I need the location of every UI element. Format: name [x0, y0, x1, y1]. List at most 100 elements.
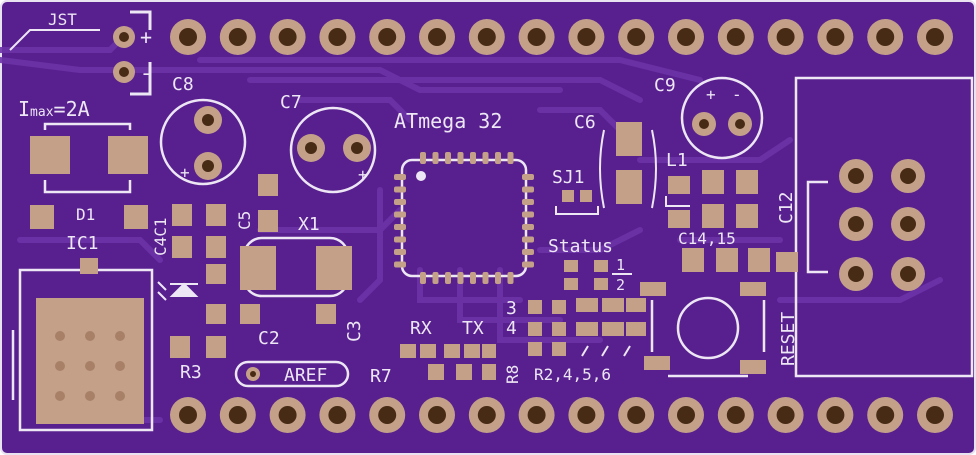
thermal-via: [55, 331, 65, 341]
atmega-chip: ATmega 32: [394, 109, 534, 284]
thermal-via: [55, 391, 65, 401]
qfp-pin: [470, 272, 476, 284]
header-pin: [419, 397, 455, 433]
qfp-pin: [495, 152, 501, 164]
qfp-pin: [482, 152, 489, 164]
isp-pin: [839, 257, 873, 291]
header-pin: [369, 397, 406, 433]
header-pin: [867, 19, 904, 55]
status-pads: [528, 260, 670, 370]
header-pin: [518, 19, 555, 55]
l1-label: L1: [666, 150, 688, 171]
c4c1-label: C4C1: [151, 217, 170, 256]
qfp-pin: [445, 152, 451, 164]
header-pin: [219, 19, 256, 55]
qfp-pin: [394, 249, 406, 255]
d1-diode: D1: [30, 122, 148, 229]
qfp-pin: [457, 272, 464, 284]
header-pin: [319, 19, 356, 55]
qfp-pin: [522, 236, 534, 243]
qfp-pin: [394, 224, 406, 230]
header-pin: [917, 19, 953, 55]
qfp-pin: [495, 272, 501, 284]
c7-label: C7: [280, 92, 302, 113]
header-pin: [568, 397, 605, 433]
header-pin: [618, 19, 655, 55]
status-label: Status: [548, 236, 613, 257]
reset-label: RESET: [778, 312, 799, 366]
bottom-pin-header: [170, 397, 953, 433]
header-pin: [419, 19, 455, 55]
sj1-label: SJ1: [552, 167, 585, 188]
top-pin-header: [170, 19, 953, 55]
c9-capacitor: C9 + -: [654, 75, 764, 160]
isp-pin: [891, 207, 925, 241]
qfp-pin: [522, 174, 534, 180]
r3-label: R3: [180, 362, 202, 383]
qfp-pin: [457, 152, 464, 164]
qfp-pin: [445, 272, 451, 284]
header-pin: [668, 19, 704, 55]
svg-text:+: +: [358, 165, 368, 184]
isp-pin: [891, 159, 925, 193]
two-label: 2: [616, 276, 625, 294]
qfp-pin: [420, 152, 426, 164]
ic1-label: IC1: [66, 233, 99, 254]
qfp-pin: [394, 174, 406, 180]
qfp-pin: [420, 272, 426, 284]
thermal-via: [115, 361, 125, 371]
c3-label: C3: [344, 320, 365, 342]
header-pin: [867, 397, 904, 433]
header-pin: [269, 397, 306, 433]
c12-label: C12: [776, 191, 797, 224]
jst-minus: -: [140, 61, 152, 85]
c2-label: C2: [258, 328, 280, 349]
c9-label: C9: [654, 75, 676, 96]
svg-text:+: +: [706, 85, 716, 104]
header-pin: [319, 397, 356, 433]
jst-plus: +: [140, 25, 152, 49]
svg-text:-: -: [732, 85, 742, 104]
header-pin: [369, 19, 406, 55]
qfp-pin: [522, 224, 534, 230]
reset-button: RESET: [650, 282, 799, 378]
header-pin: [767, 19, 804, 55]
r2456-label: R2,4,5,6: [534, 365, 611, 384]
qfp-pin: [522, 186, 534, 193]
header-pin: [219, 397, 256, 433]
header-pin: [468, 19, 505, 55]
qfp-pin: [507, 152, 514, 164]
r7-label: R7: [370, 366, 392, 387]
header-pin: [917, 397, 953, 433]
tx-label: TX: [462, 318, 484, 339]
qfp-pin: [522, 211, 534, 218]
thermal-via: [115, 331, 125, 341]
sj1-jumper: SJ1: [552, 167, 599, 215]
c4-c1-c5-pads: [170, 174, 278, 358]
isp-pin: [839, 159, 873, 193]
header-pin: [518, 397, 555, 433]
header-pin: [817, 19, 854, 55]
rx-tx-leds: [400, 344, 496, 380]
thermal-via: [55, 361, 65, 371]
ic1-regulator: IC1: [18, 233, 154, 432]
header-pin: [468, 397, 505, 433]
four-label: 4: [506, 318, 517, 339]
l1-c12-pads: [668, 170, 770, 272]
imax-label: Imax=2A: [18, 97, 90, 121]
c7-capacitor: C7 +: [280, 92, 377, 194]
d1-label: D1: [76, 205, 95, 224]
isp-pin: [891, 257, 925, 291]
x1-crystal: X1 C2 C3: [240, 214, 365, 349]
qfp-pin: [522, 249, 534, 255]
svg-text:+: +: [180, 163, 190, 182]
rx-label: RX: [410, 318, 432, 339]
qfp-pin: [432, 272, 439, 284]
qfp-pin: [522, 199, 534, 205]
jst-connector: JST + -: [9, 10, 152, 96]
thermal-via: [85, 361, 95, 371]
x1-label: X1: [298, 214, 320, 235]
c8-label: C8: [172, 74, 194, 95]
qfp-pin: [470, 152, 476, 164]
